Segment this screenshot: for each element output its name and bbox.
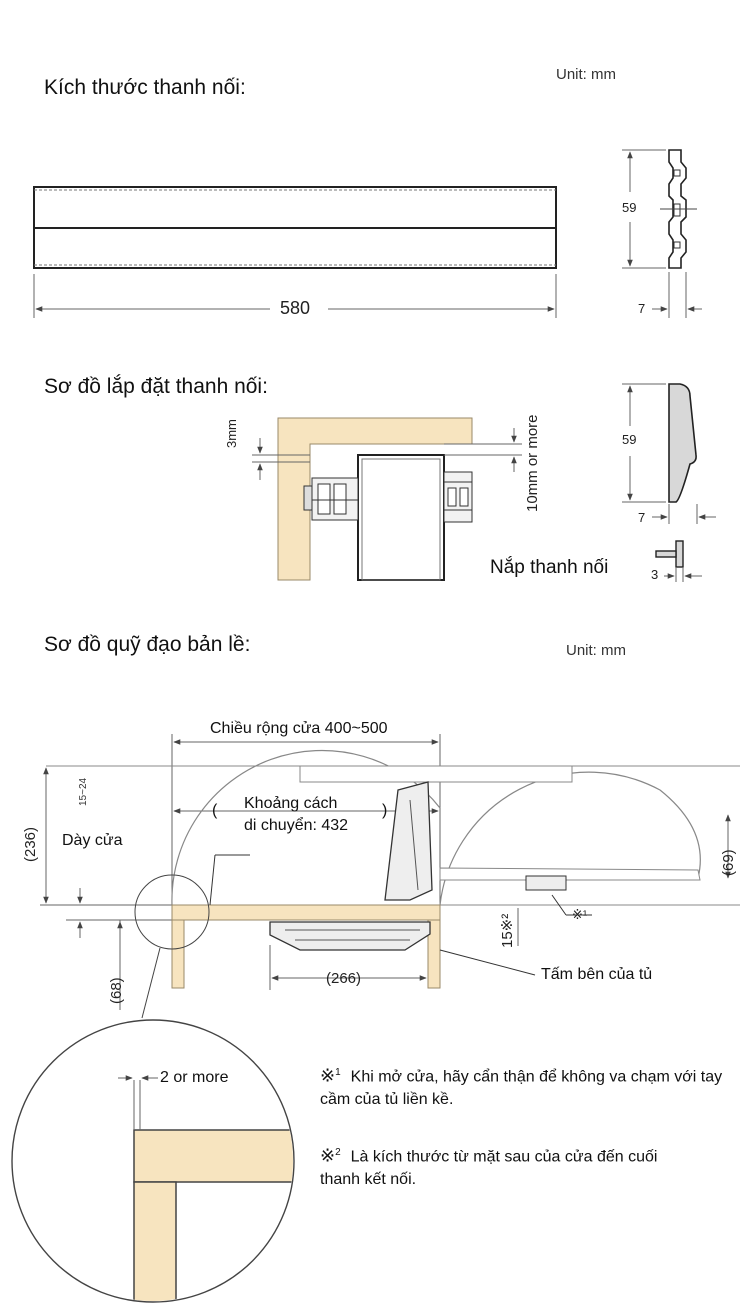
note-2-text: Là kích thước từ mặt sau của cửa đến cuố…: [320, 1148, 658, 1189]
note-1-mark: ※: [320, 1065, 336, 1086]
note-2-mark: ※: [320, 1145, 336, 1166]
dim-236-label: (236): [22, 826, 39, 862]
profile-height-label: 59: [622, 200, 637, 215]
door-width-label: Chiều rộng cửa 400~500: [210, 720, 388, 737]
dim-15-24-label: 15~24: [78, 777, 89, 806]
door-thickness-label: Dày cửa: [62, 832, 123, 849]
note-1-text: Khi mở cửa, hãy cẩn thận để không va chạ…: [320, 1068, 723, 1109]
side-panel-label: Tấm bên của tủ: [541, 966, 653, 983]
cap-profile: [622, 383, 716, 524]
bar-profile: [622, 149, 702, 318]
dim-69-label: (69): [720, 849, 737, 876]
section1-unit: Unit: mm: [556, 66, 616, 83]
move-distance-line1: Khoảng cách: [244, 795, 338, 812]
length-dimension-label: 580: [280, 298, 311, 318]
move-distance-line2: di chuyển: 432: [244, 817, 349, 834]
note-1-sup: 1: [335, 1067, 341, 1078]
detail-gap-label: 2 or more: [160, 1069, 229, 1086]
clearance-label: 10mm or more: [524, 414, 541, 512]
cap-thickness-label: 7: [638, 510, 646, 525]
cap-size-label: 3: [651, 567, 659, 582]
dim-15-label: 15※²: [499, 913, 516, 948]
cap-height-label: 59: [622, 432, 637, 447]
cap-name-label: Nắp thanh nối: [490, 557, 609, 578]
mark-1-label: ※¹: [572, 907, 588, 922]
installation-diagram: [252, 417, 522, 581]
paren-open: (: [212, 802, 218, 819]
hinge-trajectory-diagram: [40, 734, 740, 1019]
dim-266-label: (266): [326, 970, 362, 987]
section1-title: Kích thước thanh nối:: [44, 76, 246, 99]
note-2-sup: 2: [335, 1147, 341, 1158]
section3-title: Sơ đồ quỹ đạo bản lề:: [44, 633, 251, 656]
length-dimension: [33, 274, 557, 318]
bar-front-view: [33, 186, 557, 269]
cap-small-profile: [655, 540, 702, 582]
paren-close: ): [382, 802, 388, 819]
section2-title: Sơ đồ lắp đặt thanh nối:: [44, 375, 268, 398]
detail-circle: [11, 1019, 295, 1303]
gap-3mm-label: 3mm: [224, 419, 239, 448]
profile-thickness-label: 7: [638, 301, 646, 316]
dim-68-label: (68): [108, 977, 125, 1004]
section3-unit: Unit: mm: [566, 642, 626, 659]
